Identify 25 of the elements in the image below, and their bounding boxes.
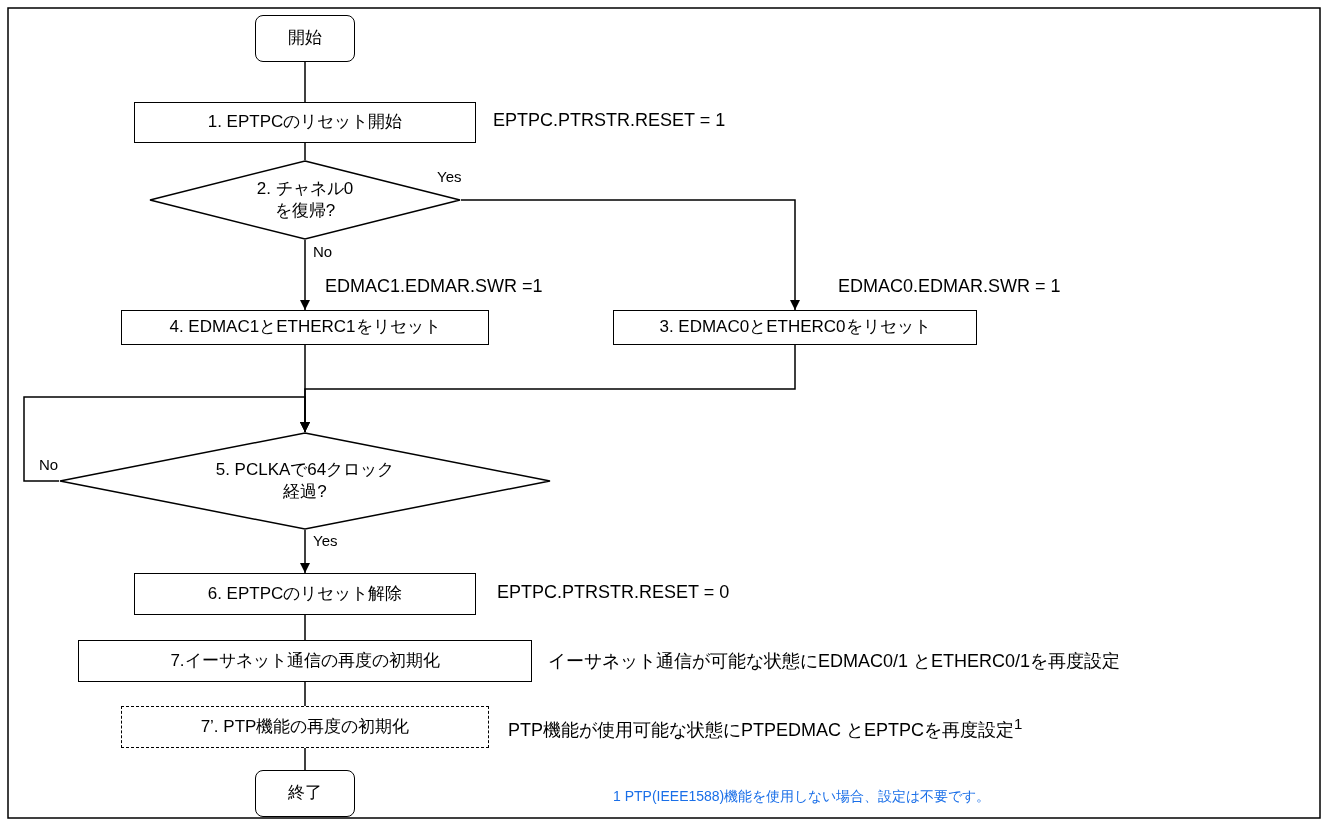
process-box: 6. EPTPCのリセット解除	[134, 573, 476, 615]
decision-diamond: 5. PCLKAで64クロック経過?	[59, 432, 551, 530]
register-note: EDMAC0.EDMAR.SWR = 1	[838, 276, 1061, 297]
process-box: 1. EPTPCのリセット開始	[134, 102, 476, 143]
process-box: 7.イーサネット通信の再度の初期化	[78, 640, 532, 682]
register-note: イーサネット通信が可能な状態にEDMAC0/1 とETHERC0/1を再度設定	[548, 650, 1121, 673]
connector-line	[304, 142, 306, 161]
process-box: 4. EDMAC1とETHERC1をリセット	[121, 310, 489, 345]
arrow	[23, 396, 310, 482]
footnote: 1 PTP(IEEE1588)機能を使用しない場合、設定は不要です。	[613, 788, 991, 806]
arrow	[300, 239, 310, 311]
register-note: EDMAC1.EDMAR.SWR =1	[325, 276, 543, 297]
connector-line	[304, 681, 306, 707]
register-note: EPTPC.PTRSTR.RESET = 1	[493, 110, 726, 131]
register-note: PTP機能が使用可能な状態にPTPEDMAC とEPTPCを再度設定$^{1}$	[508, 715, 1023, 742]
process-box: 3. EDMAC0とETHERC0をリセット	[613, 310, 977, 345]
terminal-box: 終了	[255, 770, 355, 817]
connector-line	[304, 614, 306, 641]
register-note: EPTPC.PTRSTR.RESET = 0	[497, 582, 730, 603]
terminal-box: 開始	[255, 15, 355, 62]
connector-line	[304, 61, 306, 103]
connector-line	[304, 747, 306, 771]
arrow	[300, 529, 310, 574]
arrow	[460, 199, 800, 311]
process-box: 7’. PTP機能の再度の初期化	[121, 706, 489, 748]
